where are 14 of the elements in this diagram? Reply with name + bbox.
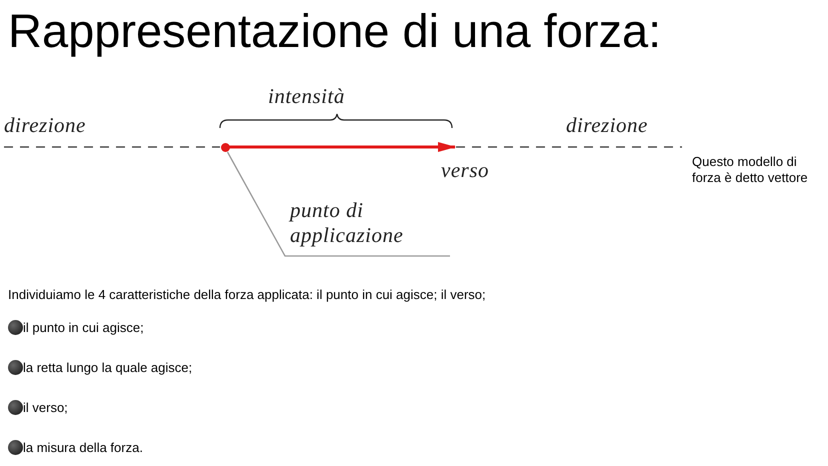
application-point	[221, 143, 230, 152]
list-item: la retta lungo la quale agisce;	[23, 359, 192, 376]
list-item: la misura della forza.	[23, 439, 143, 456]
leader-line	[226, 152, 450, 257]
title: Rappresentazione di una forza:	[8, 3, 662, 59]
diagram-label: verso	[441, 158, 489, 183]
diagram-label: intensità	[268, 84, 345, 109]
diagram-label: direzione	[4, 113, 86, 138]
note: Questo modello di forza è detto vettore	[692, 154, 809, 186]
list-item: il punto in cui agisce;	[23, 319, 144, 336]
diagram-label: direzione	[566, 113, 648, 138]
diagram-label: punto di applicazione	[290, 198, 404, 248]
paragraph: Individuiamo le 4 caratteristiche della forza applicata: il punto in cui agisce; il verso;	[8, 286, 486, 303]
list-item: il verso;	[23, 399, 68, 416]
